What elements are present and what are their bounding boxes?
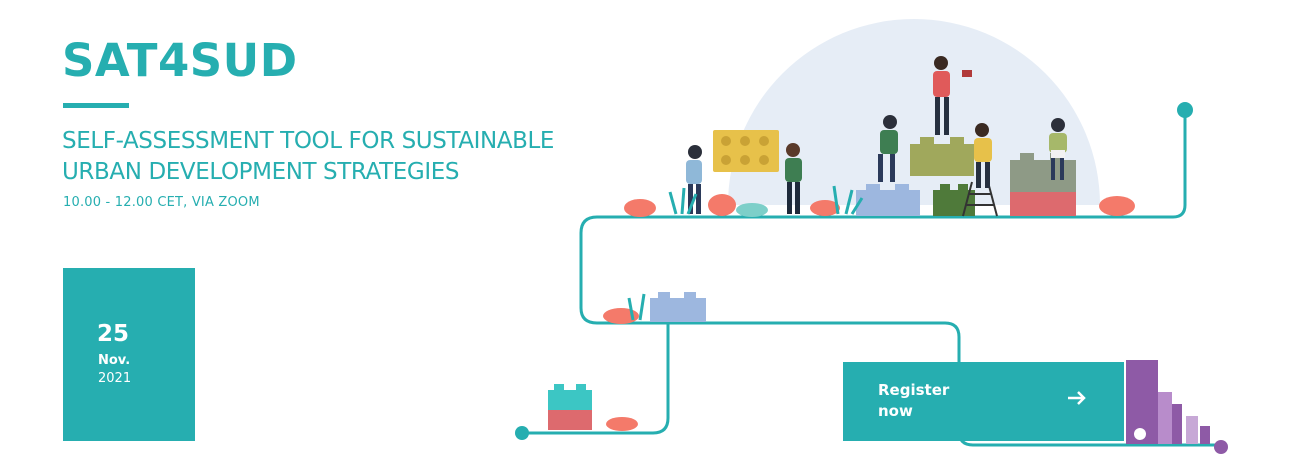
event-subtitle: SELF-ASSESSMENT TOOL FOR SUSTAINABLE URB… <box>62 126 554 188</box>
background-semicircle <box>728 19 1100 205</box>
date-badge: 25 Nov. 2021 <box>63 268 195 441</box>
title-underline <box>63 103 129 108</box>
date-year: 2021 <box>98 371 132 386</box>
grey-red-brick-stack <box>1010 153 1076 216</box>
blue-brick-middle <box>650 292 706 322</box>
path-line-lower <box>522 323 670 435</box>
person-with-laptop <box>1049 118 1067 180</box>
event-time: 10.00 - 12.00 CET, VIA ZOOM <box>63 195 260 210</box>
yellow-brick <box>713 130 779 172</box>
subtitle-line-2: URBAN DEVELOPMENT STRATEGIES <box>62 159 460 185</box>
subtitle-line-1: SELF-ASSESSMENT TOOL FOR SUSTAINABLE <box>62 128 555 154</box>
date-month: Nov. <box>98 353 131 368</box>
city-skyline <box>1126 360 1210 444</box>
person-pushing-olive <box>878 115 898 182</box>
person-top-megaphone <box>933 56 972 135</box>
person-right-lifting <box>785 143 802 214</box>
register-now-button[interactable]: Register now <box>843 362 1124 441</box>
plants-lower <box>606 417 638 431</box>
plants-middle <box>603 293 646 324</box>
brick-stack-lower <box>548 384 592 430</box>
register-now-label: Register now <box>878 381 950 420</box>
date-day: 25 <box>97 321 130 347</box>
path-start-dot <box>515 426 529 440</box>
plants-upper <box>624 185 1135 217</box>
path-end-dot <box>1177 102 1193 118</box>
person-left-lifting <box>686 145 702 214</box>
event-title: SAT4SUD <box>62 34 298 87</box>
green-brick <box>933 184 975 216</box>
person-on-ladder <box>974 123 992 188</box>
blue-brick-upper <box>856 184 920 216</box>
arrow-right-icon <box>1068 391 1086 405</box>
olive-brick <box>910 137 974 176</box>
path-end-dot-purple <box>1214 440 1228 454</box>
